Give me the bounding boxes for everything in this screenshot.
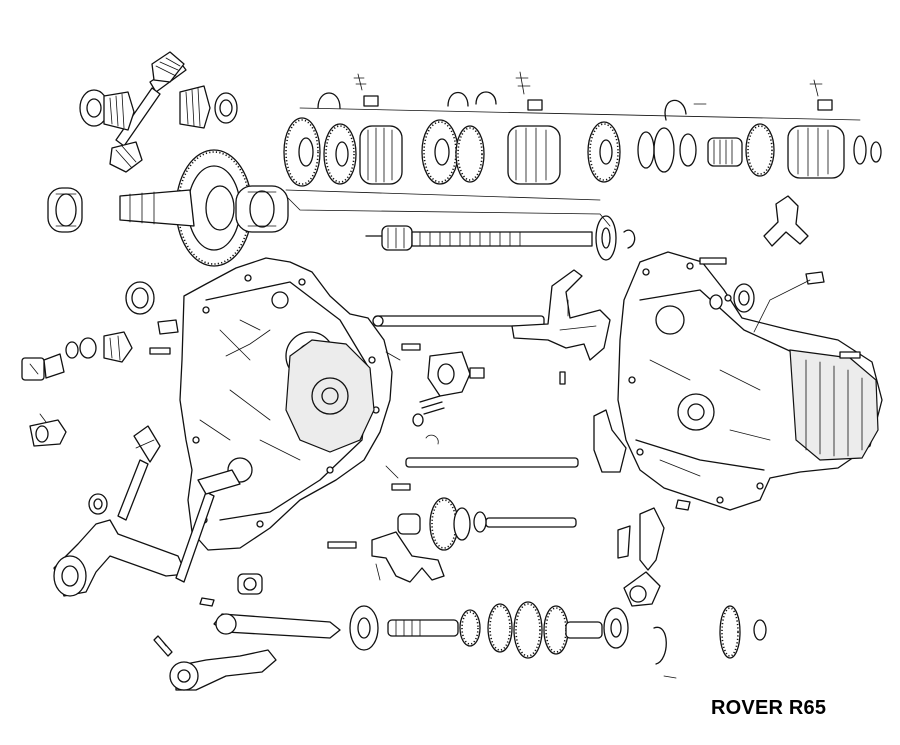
leader-lines bbox=[226, 198, 810, 478]
selector-rod-lower bbox=[406, 458, 578, 467]
selector-fork-right-lower bbox=[594, 410, 626, 472]
circlip-ring-2 bbox=[654, 627, 676, 678]
selector-rod-short bbox=[486, 518, 576, 527]
linkage-bush bbox=[238, 574, 262, 594]
reverse-idler-gear bbox=[398, 498, 486, 550]
end-washer bbox=[854, 136, 881, 164]
model-label: ROVER R65 bbox=[711, 697, 827, 719]
selector-detent-parts bbox=[328, 344, 484, 548]
speedo-drive-parts bbox=[22, 282, 178, 514]
selector-fork-center bbox=[512, 270, 610, 384]
diff-pinion-gear-bottom bbox=[110, 142, 142, 172]
casing-right-bolt-holes bbox=[629, 263, 763, 503]
right-side-fasteners bbox=[676, 258, 860, 510]
oil-seal bbox=[126, 282, 154, 314]
final-drive-bearing bbox=[236, 186, 288, 232]
diff-bearing-left bbox=[48, 188, 82, 232]
gear-5 bbox=[588, 122, 620, 182]
selector-rods bbox=[373, 316, 578, 527]
gear-cluster-top-row bbox=[284, 72, 881, 200]
transmission-casing-right bbox=[618, 252, 882, 510]
output-pinion-gears bbox=[720, 606, 766, 658]
selector-fork-right-top bbox=[764, 196, 808, 246]
mainshaft-bearing bbox=[596, 216, 616, 260]
synchro-hub-1 bbox=[360, 126, 402, 184]
linkage-pins bbox=[154, 598, 214, 656]
casing-inner-plate bbox=[286, 340, 374, 452]
diff-side-gear-left bbox=[80, 90, 134, 130]
selector-shaft-left bbox=[118, 426, 160, 520]
needle-bearing-1 bbox=[708, 138, 742, 166]
synchro-hub-3 bbox=[788, 126, 844, 178]
selector-shaft-center bbox=[176, 470, 240, 582]
selector-rod-upper bbox=[373, 316, 544, 326]
diff-pinion-gear-top bbox=[152, 52, 184, 82]
drain-plug bbox=[30, 414, 66, 446]
gear-1 bbox=[284, 118, 320, 186]
input-gear-4 bbox=[544, 606, 568, 654]
gear-lever-arm bbox=[54, 520, 186, 596]
gear-lever-linkage bbox=[54, 426, 340, 690]
gear-6 bbox=[746, 124, 774, 176]
input-gear-2 bbox=[488, 604, 512, 652]
transmission-casing-left bbox=[180, 258, 392, 550]
input-shaft-bearing-left bbox=[350, 606, 378, 650]
selector-fork-lower-center bbox=[372, 532, 444, 582]
input-shaft bbox=[350, 602, 676, 678]
diff-side-gear-right bbox=[180, 86, 237, 128]
gear-3 bbox=[422, 120, 458, 184]
speedo-pinion-pin bbox=[150, 320, 178, 354]
reverse-light-switch bbox=[22, 354, 64, 380]
input-gear-3 bbox=[514, 602, 542, 658]
speedo-drive-gear bbox=[66, 332, 132, 362]
gear-2 bbox=[324, 124, 356, 184]
final-drive-gear bbox=[120, 150, 288, 266]
synchro-hub-2 bbox=[508, 126, 560, 184]
input-shaft-bearing-right bbox=[604, 608, 628, 648]
gear-4 bbox=[456, 126, 484, 182]
linkage-rod bbox=[214, 614, 340, 638]
mainshaft bbox=[366, 216, 635, 260]
gear-lever-bracket bbox=[170, 650, 276, 690]
release-bearing-assembly bbox=[618, 508, 664, 606]
differential-assembly bbox=[48, 52, 237, 232]
input-gear-1 bbox=[460, 610, 480, 646]
bush-washer bbox=[89, 494, 107, 514]
gearbox-end-cover bbox=[790, 350, 878, 460]
detent-spring-pins bbox=[318, 72, 832, 120]
circlip-ring-1 bbox=[638, 128, 696, 172]
